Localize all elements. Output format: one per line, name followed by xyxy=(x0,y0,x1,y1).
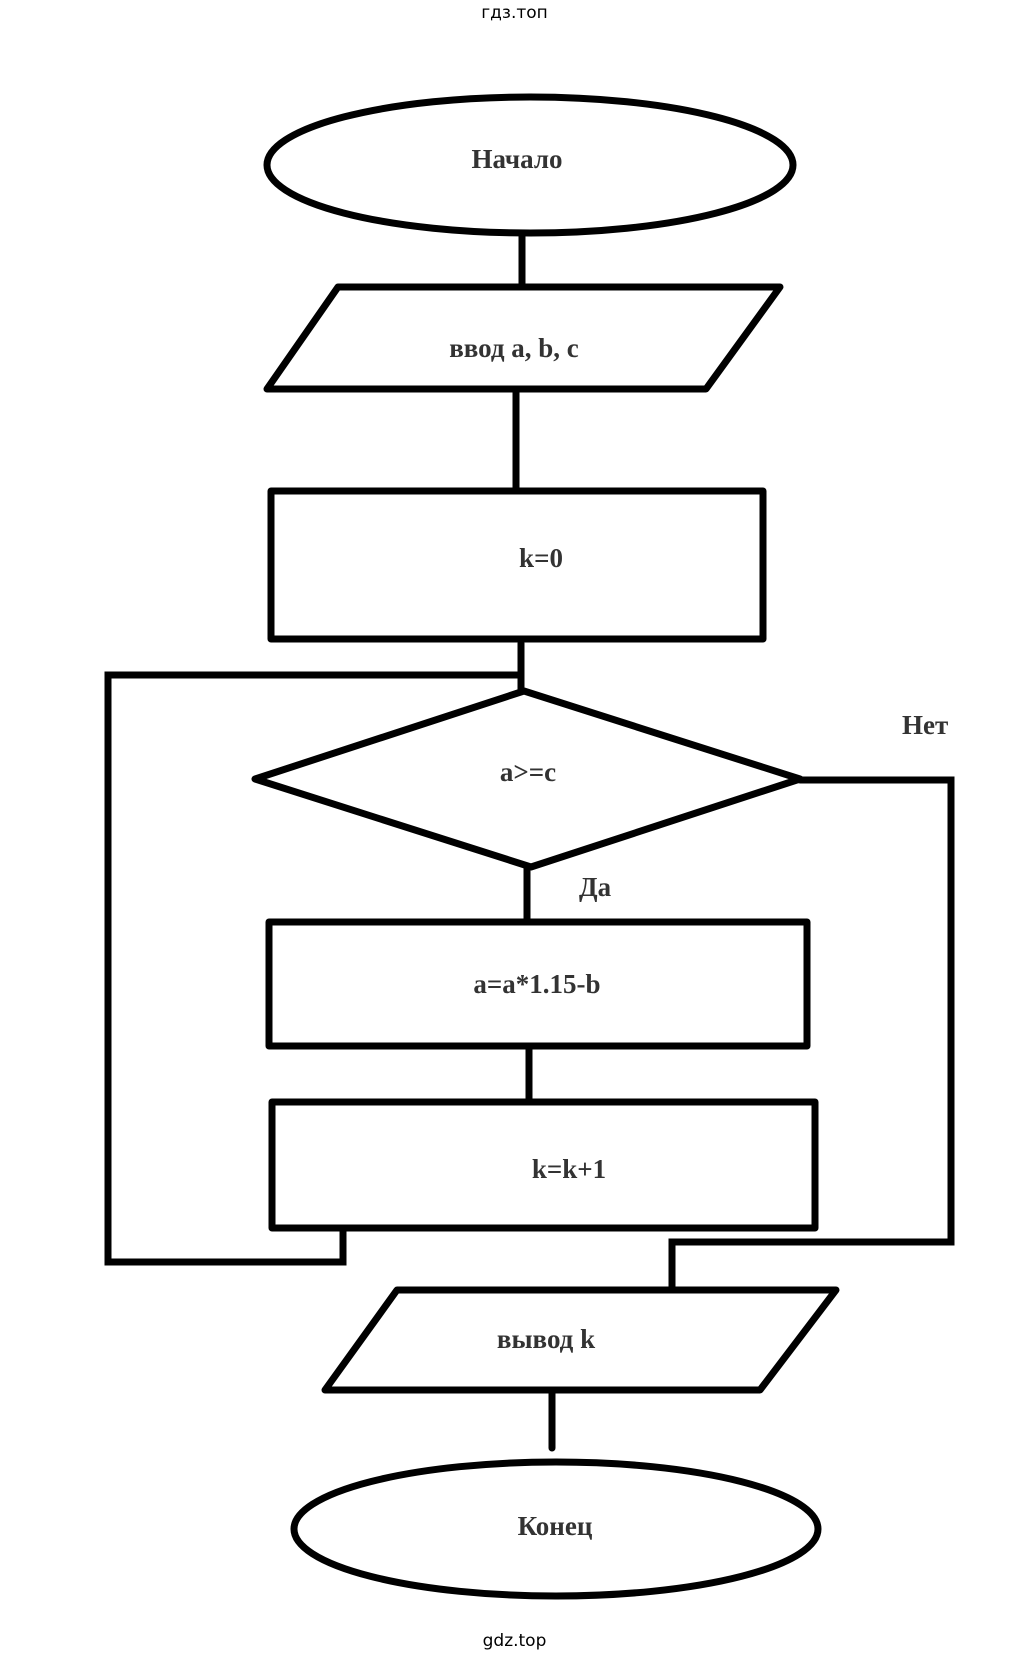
start-label: Начало xyxy=(471,144,562,174)
condition-diamond xyxy=(251,687,804,871)
output-block xyxy=(321,1286,840,1394)
output-label: вывод k xyxy=(497,1324,595,1354)
update-a-label: a=a*1.15-b xyxy=(473,969,600,999)
watermark-bottom: gdz.top xyxy=(482,1631,547,1651)
update-a-block xyxy=(265,918,811,1050)
end-label: Конец xyxy=(518,1511,593,1541)
no-branch-line xyxy=(668,776,955,1292)
yes-branch-label: Да xyxy=(579,872,612,902)
loop-back-line xyxy=(104,671,525,1266)
condition-label: a>=c xyxy=(500,757,556,787)
watermark-top: гдз.топ xyxy=(481,3,548,23)
init-block xyxy=(267,487,767,643)
end-terminator xyxy=(290,1458,822,1600)
input-label: ввод a, b, c xyxy=(449,333,579,363)
start-terminator xyxy=(263,93,797,237)
no-branch-label: Нет xyxy=(902,710,948,740)
increment-label: k=k+1 xyxy=(532,1154,606,1184)
init-label: k=0 xyxy=(519,543,563,573)
increment-block xyxy=(268,1098,819,1232)
input-block xyxy=(263,283,784,393)
